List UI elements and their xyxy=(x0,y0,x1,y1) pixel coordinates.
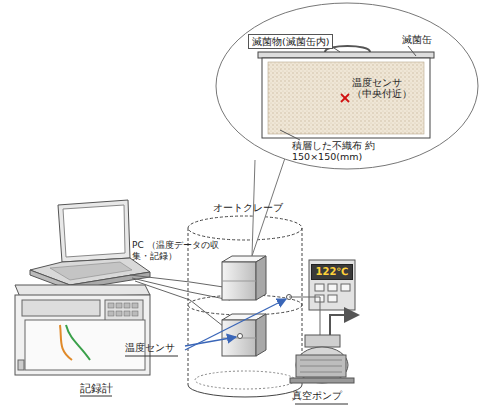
sensor-cable xyxy=(130,275,230,330)
pc-label: PC （温度データの収集・記録） xyxy=(132,240,224,262)
sensor-mark xyxy=(341,94,349,102)
part-label: 記録計 xyxy=(80,382,113,395)
callout-bubble xyxy=(216,3,478,256)
sensor-label: 温度センサ （中央付近） xyxy=(352,77,416,100)
recorder xyxy=(15,285,150,375)
sensor-leader xyxy=(185,299,286,350)
material-label: 積層した不織布 約150×150(mm) xyxy=(292,140,392,163)
sterilization-can xyxy=(222,256,292,356)
part-label: 滅菌缶 xyxy=(400,34,434,45)
part-label: 真空ポンプ xyxy=(292,390,342,402)
display-value: 122℃ xyxy=(316,266,349,278)
underline xyxy=(295,404,348,405)
underline xyxy=(125,356,178,357)
can-detail xyxy=(258,44,434,140)
control-panel xyxy=(309,260,355,310)
part-label: 温度センサ xyxy=(125,342,175,354)
underline xyxy=(80,396,112,397)
temperature-display: 122℃ xyxy=(311,264,354,280)
part-label: 滅菌物(滅菌缶内) xyxy=(248,34,333,49)
vacuum-pump xyxy=(289,297,358,383)
part-label: オートクレーブ xyxy=(213,202,283,214)
